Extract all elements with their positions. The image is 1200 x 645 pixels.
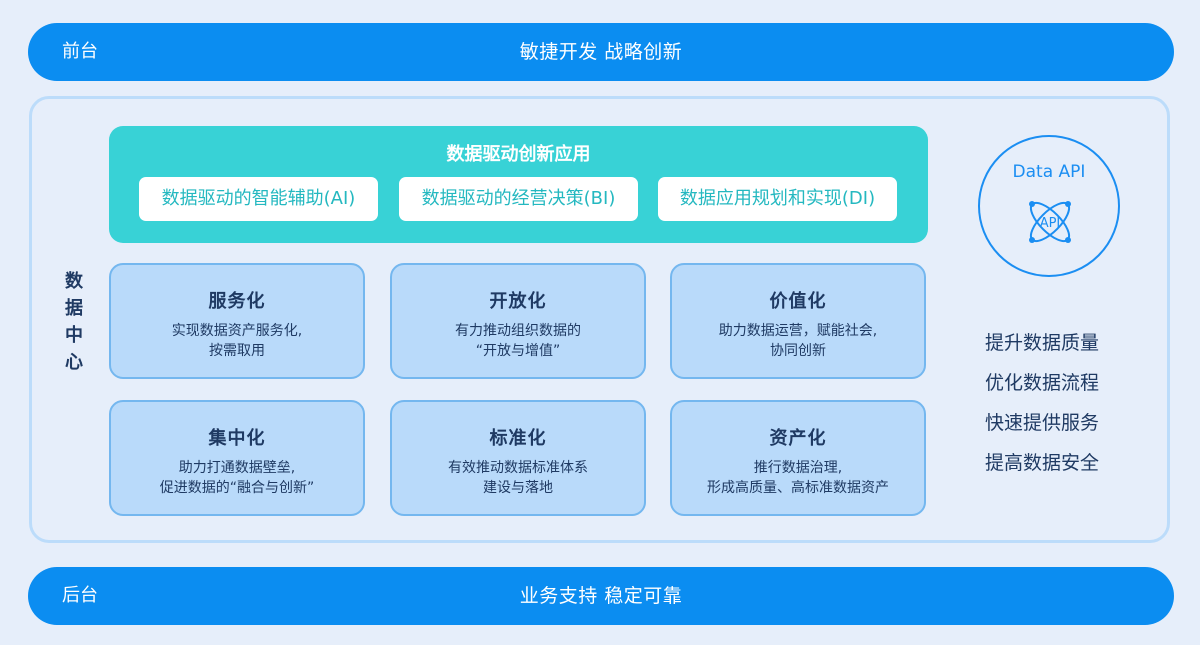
card-text: 有效推动数据标准体系 建设与落地 <box>392 458 644 498</box>
benefit-item: 提升数据质量 <box>985 332 1100 354</box>
app-ai: 数据驱动的智能辅助(AI) <box>139 177 378 221</box>
card-title: 资产化 <box>769 428 827 449</box>
front-bar: 前台 敏捷开发 战略创新 <box>28 23 1174 81</box>
card-line: 促进数据的“融合与创新” <box>159 480 315 496</box>
innovation-apps-title: 数据驱动创新应用 <box>446 144 591 165</box>
data-center-label-char: 数 <box>65 271 83 292</box>
card-assetize: 资产化 推行数据治理, 形成高质量、高标准数据资产 <box>670 400 926 516</box>
front-label: 前台 <box>62 41 98 62</box>
card-value: 价值化 助力数据运营，赋能社会, 协同创新 <box>670 263 926 379</box>
card-line: 助力打通数据壁垒, <box>178 460 296 476</box>
benefit-item: 快速提供服务 <box>985 412 1100 434</box>
benefit-item: 优化数据流程 <box>985 372 1100 394</box>
card-title: 标准化 <box>489 428 547 449</box>
benefit-item: 提高数据安全 <box>985 452 1100 474</box>
card-line: 形成高质量、高标准数据资产 <box>707 480 889 496</box>
benefits-list: 提升数据质量 优化数据流程 快速提供服务 提高数据安全 <box>985 330 1135 490</box>
card-line: “开放与增值” <box>475 343 561 359</box>
card-service: 服务化 实现数据资产服务化, 按需取用 <box>109 263 365 379</box>
data-center-label-char: 中 <box>65 325 83 346</box>
card-line: 按需取用 <box>209 343 265 359</box>
card-line: 协同创新 <box>770 343 826 359</box>
card-standardize: 标准化 有效推动数据标准体系 建设与落地 <box>390 400 646 516</box>
card-line: 有力推动组织数据的 <box>455 323 581 339</box>
back-slogan: 业务支持 稳定可靠 <box>519 585 683 607</box>
innovation-apps-panel: 数据驱动创新应用 数据驱动的智能辅助(AI) 数据驱动的经营决策(BI) 数据应… <box>109 126 928 243</box>
card-line: 建设与落地 <box>483 480 553 496</box>
back-label: 后台 <box>62 585 98 606</box>
card-text: 推行数据治理, 形成高质量、高标准数据资产 <box>672 458 924 498</box>
card-title: 开放化 <box>489 291 547 312</box>
card-open: 开放化 有力推动组织数据的 “开放与增值” <box>390 263 646 379</box>
front-slogan: 敏捷开发 战略创新 <box>519 41 683 63</box>
app-bi: 数据驱动的经营决策(BI) <box>399 177 638 221</box>
data-api-circle: Data API API <box>978 135 1120 277</box>
data-center-label: 数 据 中 心 <box>62 268 86 376</box>
card-line: 实现数据资产服务化, <box>171 323 303 339</box>
card-text: 有力推动组织数据的 “开放与增值” <box>392 321 644 361</box>
api-icon-text: API <box>1040 216 1061 231</box>
data-center-label-char: 心 <box>65 352 83 373</box>
card-title: 价值化 <box>769 291 827 312</box>
card-title: 集中化 <box>208 428 266 449</box>
card-line: 有效推动数据标准体系 <box>448 460 588 476</box>
atom-api-icon: API <box>1029 201 1071 243</box>
card-line: 推行数据治理, <box>753 460 843 476</box>
card-text: 助力打通数据壁垒, 促进数据的“融合与创新” <box>111 458 363 498</box>
card-title: 服务化 <box>208 291 266 312</box>
app-di: 数据应用规划和实现(DI) <box>658 177 897 221</box>
card-line: 助力数据运营，赋能社会, <box>718 323 878 339</box>
card-text: 助力数据运营，赋能社会, 协同创新 <box>672 321 924 361</box>
back-bar: 后台 业务支持 稳定可靠 <box>28 567 1174 625</box>
data-center-label-char: 据 <box>65 298 83 319</box>
card-centralize: 集中化 助力打通数据壁垒, 促进数据的“融合与创新” <box>109 400 365 516</box>
card-text: 实现数据资产服务化, 按需取用 <box>111 321 363 361</box>
data-api-title: Data API <box>1012 162 1086 182</box>
